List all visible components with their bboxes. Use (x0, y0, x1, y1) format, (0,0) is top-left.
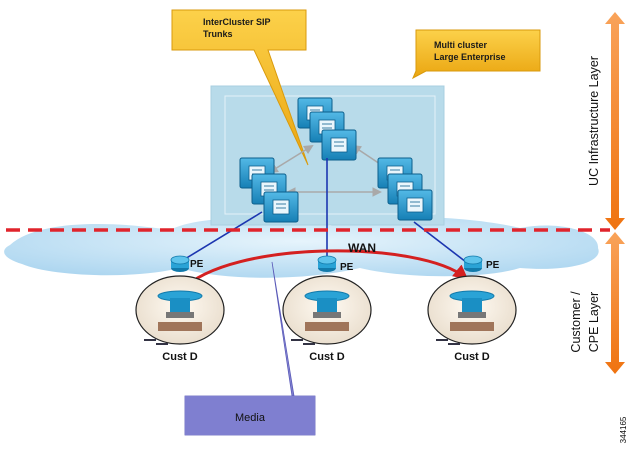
server-icon (263, 191, 299, 223)
customer-site-left: Cust D (135, 275, 225, 363)
uc-layer-label: UC Infrastructure Layer (587, 56, 601, 186)
wan-cloud (4, 217, 599, 278)
customer-site-center: Cust D (282, 275, 372, 363)
uc-layer-arrow: UC Infrastructure Layer (587, 12, 625, 230)
enterprise-label-line2: Large Enterprise (434, 52, 506, 62)
enterprise-callout: Multi cluster Large Enterprise (411, 29, 541, 80)
sip-trunks-callout: InterCluster SIP Trunks (171, 9, 309, 166)
media-label: Media (235, 412, 266, 424)
site-label: Cust D (309, 351, 345, 363)
server-cluster-right (377, 157, 433, 221)
server-cluster-top (297, 97, 357, 161)
access-links (179, 158, 467, 263)
customer-site-right: Cust D (427, 275, 517, 363)
server-cluster-left (239, 157, 299, 223)
pe-label: PE (340, 262, 354, 273)
sip-trunks-label-line2: Trunks (203, 29, 233, 39)
server-icon (321, 129, 357, 161)
cpe-layer-arrow: Customer / CPE Layer (569, 232, 625, 374)
pe-label: PE (190, 259, 204, 270)
cpe-layer-label-line1: Customer / (569, 291, 583, 353)
wan-label: WAN (348, 241, 376, 255)
site-label: Cust D (162, 351, 198, 363)
media-flow-arrow (179, 249, 469, 293)
pe-label: PE (486, 260, 500, 271)
site-label: Cust D (454, 351, 490, 363)
cpe-layer-label-line2: CPE Layer (587, 292, 601, 352)
pe-router-center: PE (317, 255, 354, 273)
enterprise-label-line1: Multi cluster (434, 40, 488, 50)
pe-router-right: PE (463, 255, 500, 272)
server-icon (397, 189, 433, 221)
media-callout: Media (184, 261, 316, 436)
pe-router-left: PE (170, 255, 204, 272)
sip-trunks-label-line1: InterCluster SIP (203, 17, 271, 27)
figure-id: 344165 (619, 416, 628, 443)
